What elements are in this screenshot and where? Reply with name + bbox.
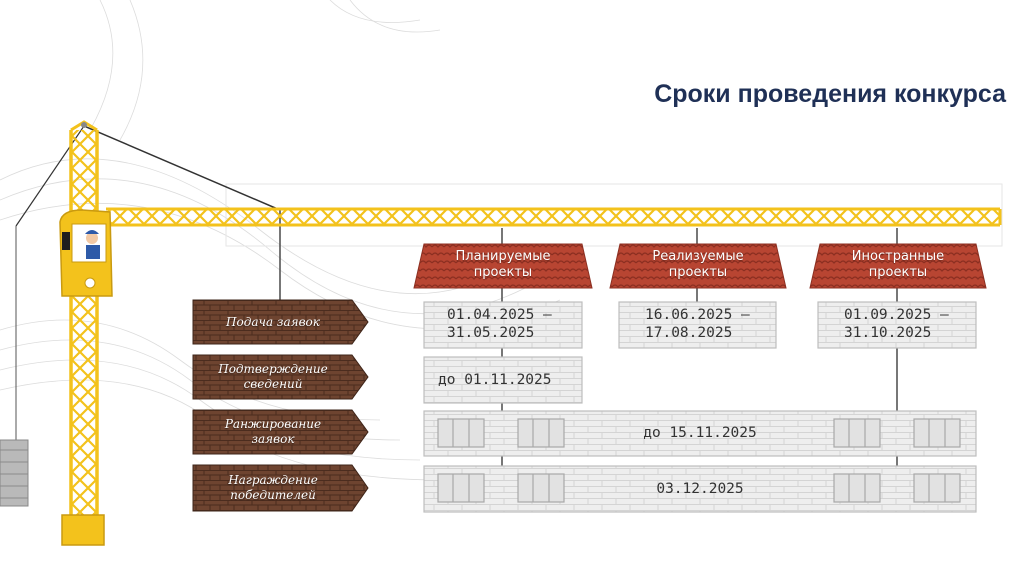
crane-illustration (0, 120, 1002, 546)
ranking-deadline: до 15.11.2025 (643, 425, 757, 441)
stage-label-line: победителей (230, 488, 316, 502)
date-range-start: 01.09.2025 – (844, 307, 949, 323)
column-roofs (413, 243, 987, 289)
column-label-foreign: Иностранные проекты (820, 249, 976, 281)
stage-award: Награждение победителей (193, 473, 353, 503)
column-label-line: проекты (868, 265, 928, 280)
column-label-line: Реализуемые (652, 249, 744, 264)
award-date: 03.12.2025 (656, 481, 744, 497)
stage-signs (192, 299, 369, 512)
column-label-line: Иностранные (851, 249, 945, 264)
date-range-start: 16.06.2025 – (645, 307, 750, 323)
stage-label-line: Подтверждение (218, 362, 328, 376)
stage-label-line: сведений (243, 377, 303, 391)
stage-label-line: Подача заявок (226, 315, 320, 329)
date-range-end: 17.08.2025 (645, 325, 733, 341)
stage-label-line: Ранжирование (224, 417, 322, 431)
date-range-planned: 01.04.2025 – 31.05.2025 (447, 306, 552, 342)
stage-label-line: Награждение (228, 473, 318, 487)
column-label-ongoing: Реализуемые проекты (620, 249, 776, 281)
stage-ranking: Ранжирование заявок (193, 417, 353, 447)
stage-submission: Подача заявок (193, 315, 353, 330)
stage-confirmation: Подтверждение сведений (193, 362, 353, 392)
column-label-planned: Планируемые проекты (424, 249, 582, 281)
date-range-end: 31.05.2025 (447, 325, 535, 341)
brick-boxes (423, 301, 977, 513)
stage-label-line: заявок (251, 432, 295, 446)
date-range-foreign: 01.09.2025 – 31.10.2025 (844, 306, 949, 342)
column-label-line: проекты (668, 265, 728, 280)
decorative-windows (437, 418, 961, 503)
date-range-ongoing: 16.06.2025 – 17.08.2025 (645, 306, 750, 342)
confirmation-deadline: до 01.11.2025 (438, 372, 552, 388)
column-label-line: Планируемые (455, 249, 551, 264)
date-range-start: 01.04.2025 – (447, 307, 552, 323)
column-label-line: проекты (473, 265, 533, 280)
date-range-end: 31.10.2025 (844, 325, 932, 341)
page-title: Сроки проведения конкурса (654, 80, 1006, 108)
